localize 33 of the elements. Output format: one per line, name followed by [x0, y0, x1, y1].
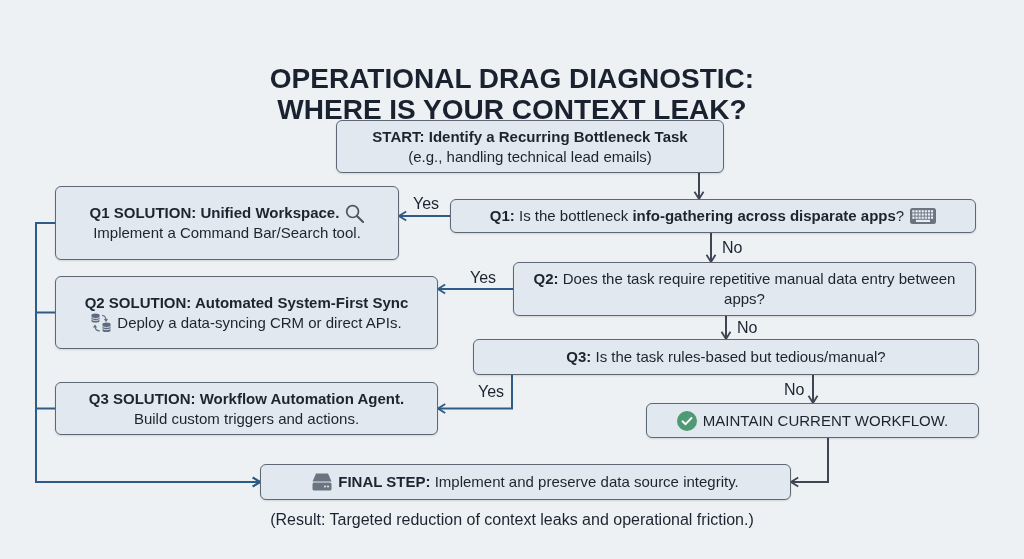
- node-heading: Q3 SOLUTION: Workflow Automation Agent.: [88, 388, 405, 409]
- node-heading: Q1 SOLUTION: Unified Workspace.: [89, 203, 340, 223]
- solution-box: [55, 382, 438, 435]
- connector-arrow: [693, 172, 705, 200]
- question-box: [450, 199, 976, 233]
- node-text: Build custom triggers and actions.: [133, 408, 360, 429]
- connector-arrow: [437, 283, 514, 295]
- node-text: Q2: Does the task require repetitive manual data entry between apps?: [532, 269, 957, 309]
- connector-arrow: [437, 374, 513, 414]
- node-heading: Q2 SOLUTION: Automated System-First Sync: [84, 292, 409, 313]
- connector-arrow: [790, 437, 829, 488]
- connector-arrow: [807, 374, 819, 404]
- start-box: [336, 120, 724, 173]
- connector-arrow: [705, 232, 717, 263]
- title: OPERATIONAL DRAG DIAGNOSTIC: WHERE IS YOUR CONTEXT LEAK?: [268, 63, 756, 125]
- node-text: Deploy a data-syncing CRM or direct APIs.: [117, 312, 402, 333]
- connector-arrow: [35, 407, 261, 488]
- question-box: [473, 339, 979, 375]
- connector-arrow: [398, 210, 451, 222]
- node-text: FINAL STEP: Implement and preserve data source integrity.: [338, 472, 739, 492]
- final-step-box: [260, 464, 791, 500]
- solution-box: [55, 186, 399, 260]
- question-box: [513, 262, 976, 316]
- node-text: Q3: Is the task rules-based but tedious/manual?: [566, 347, 886, 367]
- outcome-box: [646, 403, 979, 438]
- node-heading: START: Identify a Recurring Bottleneck Task: [372, 126, 688, 147]
- connector-arrow: [720, 315, 732, 340]
- node-text: Q1: Is the bottleneck info-gathering across disparate apps?: [489, 206, 905, 226]
- node-text: (e.g., handling technical lead emails): [408, 146, 652, 167]
- caption: (Result: Targeted reduction of context leaks and operational friction.): [269, 510, 755, 530]
- node-text: MAINTAIN CURRENT WORKFLOW.: [702, 410, 949, 431]
- node-text: Implement a Command Bar/Search tool.: [93, 223, 361, 243]
- solution-box: [55, 276, 438, 349]
